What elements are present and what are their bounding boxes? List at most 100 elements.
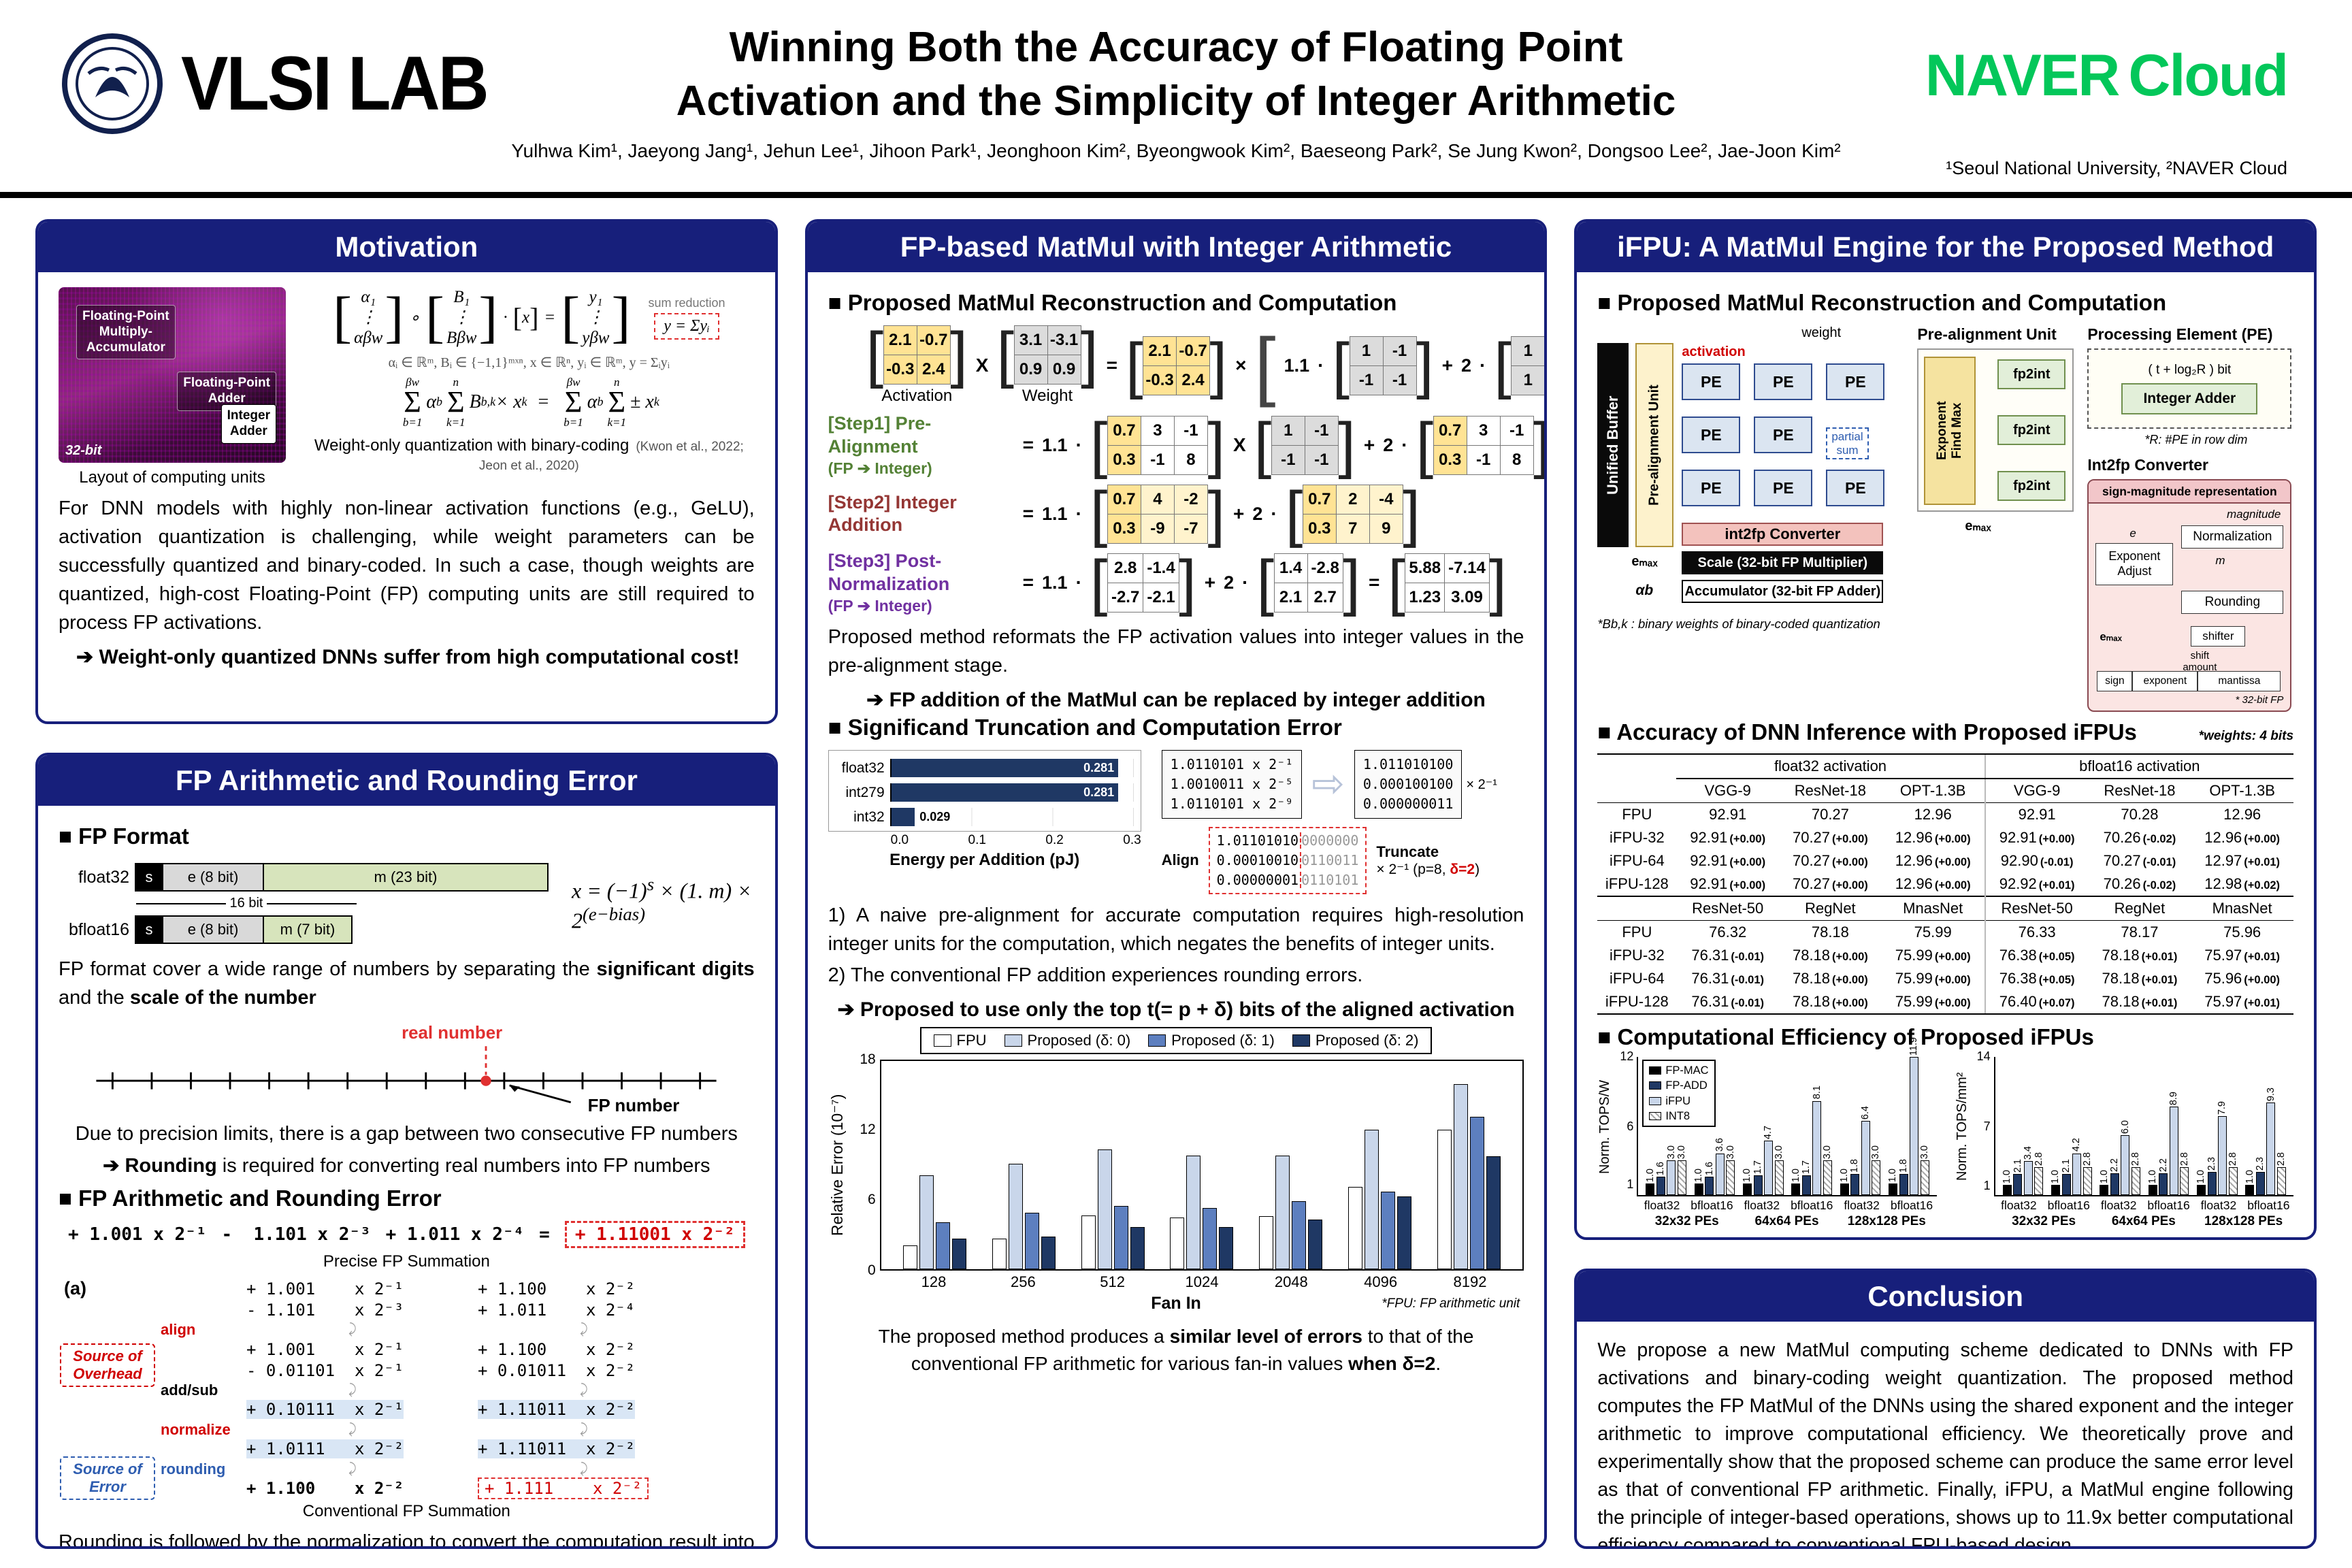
bar [1365,1129,1379,1269]
eq-row: + 1.001 x 2⁻¹+ 1.100 x 2⁻² [161,1278,755,1299]
eq-row: + 1.0111 x 2⁻²+ 1.11011 x 2⁻² [161,1439,755,1460]
delta: (-0.01) [1731,974,1765,986]
legend-item: INT8 [1649,1109,1708,1124]
sigma: Σ [446,385,465,419]
delta: (-0.02) [2142,833,2176,845]
right-term: + 1.011 x 2⁻⁴ [478,1300,636,1320]
y-tick: 12 [860,1122,876,1138]
value: 78.18 [1792,993,1831,1010]
bar-wrap: 1.8 [1849,1159,1860,1195]
value: 92.91 [1690,875,1728,892]
step-row: add/sub⤸⤸ [161,1381,755,1399]
section-motivation: Motivation Floating-Point Multiply- Accu… [35,219,778,724]
final-right: + 1.111 x 2⁻² [478,1477,649,1500]
bar-value-label: 6.0 [2119,1120,2131,1134]
highlighted-term: + 0.10111 x 2⁻¹ [246,1400,404,1420]
x-tick-label: 512 [1100,1273,1126,1290]
gap-text: Due to precision limits, there is a gap … [75,1122,738,1145]
matrix-cell: 0.3 [1107,444,1141,475]
eq-row: + 1.100 x 2⁻²+ 1.111 x 2⁻² [161,1477,755,1500]
y-tick: 12 [1620,1049,1634,1063]
value: 70.26 [2103,875,2141,892]
value-cell: 92.90(-0.01) [1984,849,2089,872]
bar-wrap: 1.6 [1704,1162,1715,1195]
bar-value-label: 2.3 [2206,1157,2217,1171]
bar-wrap: 1.0 [1887,1169,1898,1195]
matrix-cell: 2.7 [1307,582,1343,612]
bar-wrap: 2.8 [2227,1152,2238,1195]
operator: · [1075,572,1082,593]
matrix-bracket: ] [1403,478,1420,549]
matrix-cell: -1 [1499,415,1534,446]
y-tick: 14 [1976,1049,1991,1063]
bar-value-label: 2.8 [2178,1152,2190,1166]
model-header: ResNet-18 [1779,779,1882,803]
emax-label: eₘₐₓ [2100,630,2123,643]
prealignment-detail-title: Pre-alignment Unit [1917,325,2057,343]
corner-cell [1597,753,1677,779]
magnitude-label: magnitude [2226,508,2281,521]
pe-block: PE [1682,416,1741,453]
value-cell: 70.27(+0.00) [1779,849,1882,872]
motivation-body: Floating-Point Multiply- Accumulator Flo… [38,272,775,721]
pe-row-footnote: *R: #PE in row dim [2144,433,2248,446]
value: 70.27 [1811,806,1849,823]
x-tick-label: 128 [921,1273,947,1290]
emax-label: eₘₐₓ [1631,554,1658,569]
bar-wrap: 8.9 [2168,1092,2179,1195]
value: 12.96 [1895,852,1933,869]
right-term: + 1.11011 x 2⁻² [478,1400,709,1420]
value-cell: 75.99 [1882,921,1985,945]
delta: (+0.00) [1832,856,1868,868]
delta: (+0.00) [1729,879,1766,892]
term: + 1.001 x 2⁻¹ [68,1224,207,1245]
exponent-cell: e (8 bit) [162,863,264,892]
matrix-cell: 2.1 [883,325,917,355]
bracket: ] [385,286,404,350]
bar [1469,1116,1484,1269]
step-addsub: add/sub [161,1381,218,1399]
e-label: e [2129,527,2136,540]
int2fp-detail-box: sign-magnitude representation magnitude … [2087,479,2292,712]
delta: (+0.01) [2244,997,2281,1009]
bar [2002,1185,2012,1195]
bar-wrap: 1.0 [2244,1170,2255,1195]
value-cell: 78.18(+0.00) [1779,990,1882,1015]
formula-sup: s [647,873,655,894]
matrix-cell: 2.4 [1176,365,1211,395]
bar [2051,1185,2061,1195]
fp-summation-example: (a) Source of Overhead Source of Error +… [59,1278,755,1501]
bar-wrap: 2.3 [2206,1157,2217,1195]
pe-detail-title: Processing Element (PE) [2087,325,2273,343]
value: 75.96 [2204,970,2242,987]
bar-group [988,1163,1059,1269]
mantissa-cell: m (7 bit) [263,915,353,944]
left-term: + 1.001 x 2⁻¹ [246,1279,404,1298]
affiliations: ¹Seoul National University, ²NAVER Cloud [1946,158,2287,178]
energy-bar: 0.281 [891,783,1119,802]
value: 76.38 [1999,947,2037,964]
bar-value-label: 4.2 [2071,1138,2082,1152]
operator: · [1242,572,1249,593]
bar-group [1256,1155,1326,1269]
matrix-bracket: ] [1489,547,1507,617]
bar [1113,1205,1128,1269]
left-term: + 1.0111 x 2⁻² [246,1439,478,1459]
bar [2266,1102,2276,1195]
value-cell: 12.96(+0.00) [1882,826,1985,849]
arrow-glyph: ⤸ [580,1382,588,1398]
operator: · [1318,355,1324,376]
text: and the [59,987,130,1009]
bar [1694,1183,1703,1195]
caption-text: Weight-only quantization with binary-cod… [314,436,630,455]
bar-value-label: 1.6 [1655,1161,1667,1175]
bar [1764,1140,1774,1195]
bar [1170,1217,1185,1269]
delta: (+0.00) [1729,833,1766,845]
bar [2100,1185,2109,1195]
